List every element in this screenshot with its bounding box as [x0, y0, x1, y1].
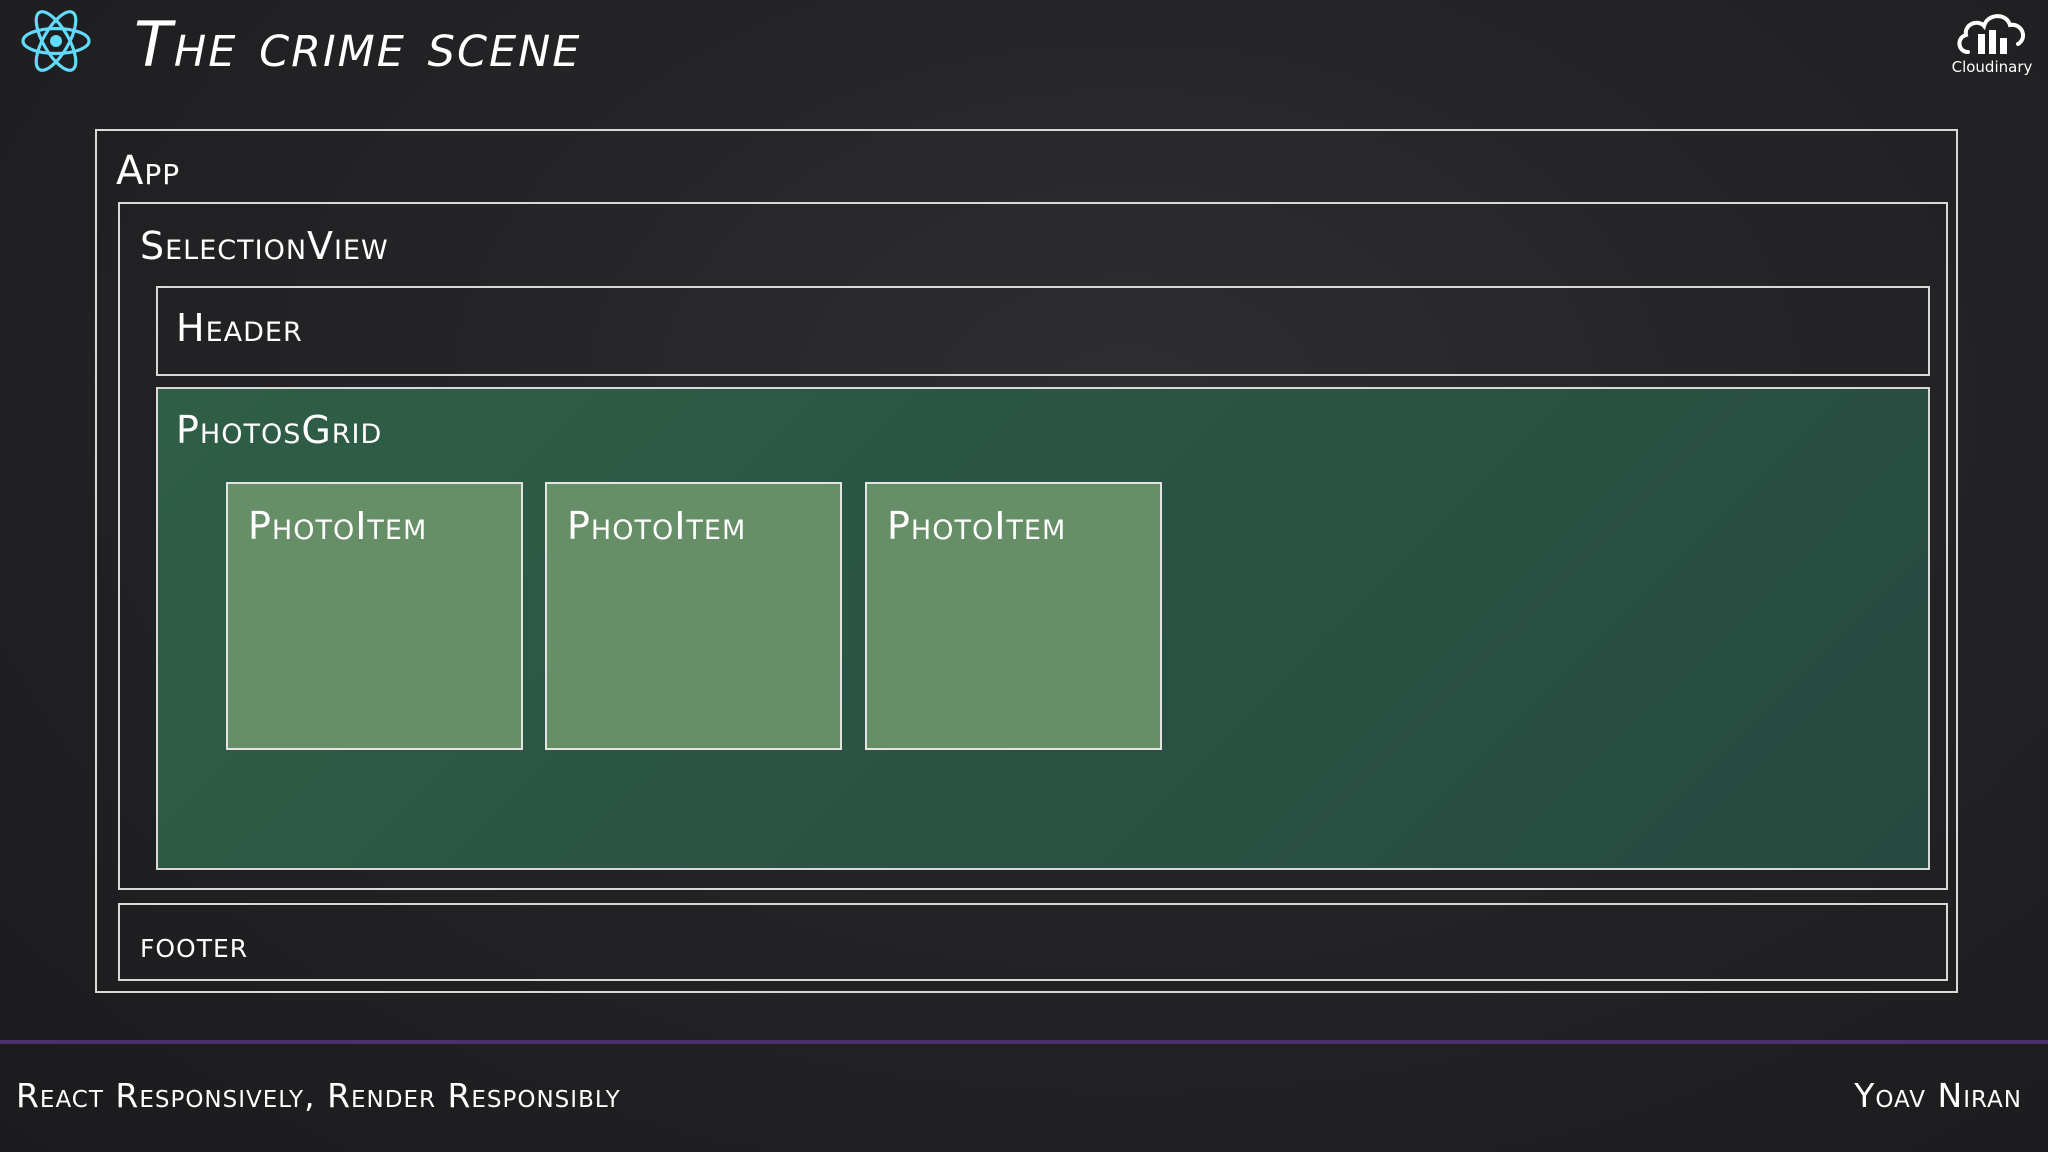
- photo-item-component-box: PhotoItem: [545, 482, 842, 750]
- photo-item-component-label: PhotoItem: [567, 504, 747, 548]
- footer-component-box: [118, 903, 1948, 981]
- photo-item-component-label: PhotoItem: [248, 504, 428, 548]
- cloudinary-label: Cloudinary: [1951, 58, 2033, 76]
- cloud-icon: [1957, 14, 2026, 54]
- photo-item-component-box: PhotoItem: [865, 482, 1162, 750]
- photo-item-component-label: PhotoItem: [887, 504, 1067, 548]
- selection-view-component-box: [118, 202, 1948, 890]
- header-component-label: Header: [176, 306, 303, 350]
- selection-view-component-label: SelectionView: [140, 224, 389, 268]
- footer-divider: [0, 1040, 2048, 1044]
- header-component-box: [156, 286, 1930, 376]
- react-atom-icon: [21, 10, 91, 72]
- slide-title: The crime scene: [134, 8, 582, 81]
- speaker-name: Yoav Niran: [1854, 1076, 2022, 1115]
- footer-component-label: footer: [140, 925, 249, 966]
- photo-item-component-box: PhotoItem: [226, 482, 523, 750]
- talk-title: React Responsively, Render Responsibly: [16, 1076, 621, 1115]
- app-component-label: App: [116, 148, 181, 194]
- photos-grid-component-label: PhotosGrid: [176, 408, 383, 452]
- app-component-box: [95, 129, 1958, 993]
- cloudinary-logo: Cloudinary: [1944, 8, 2040, 84]
